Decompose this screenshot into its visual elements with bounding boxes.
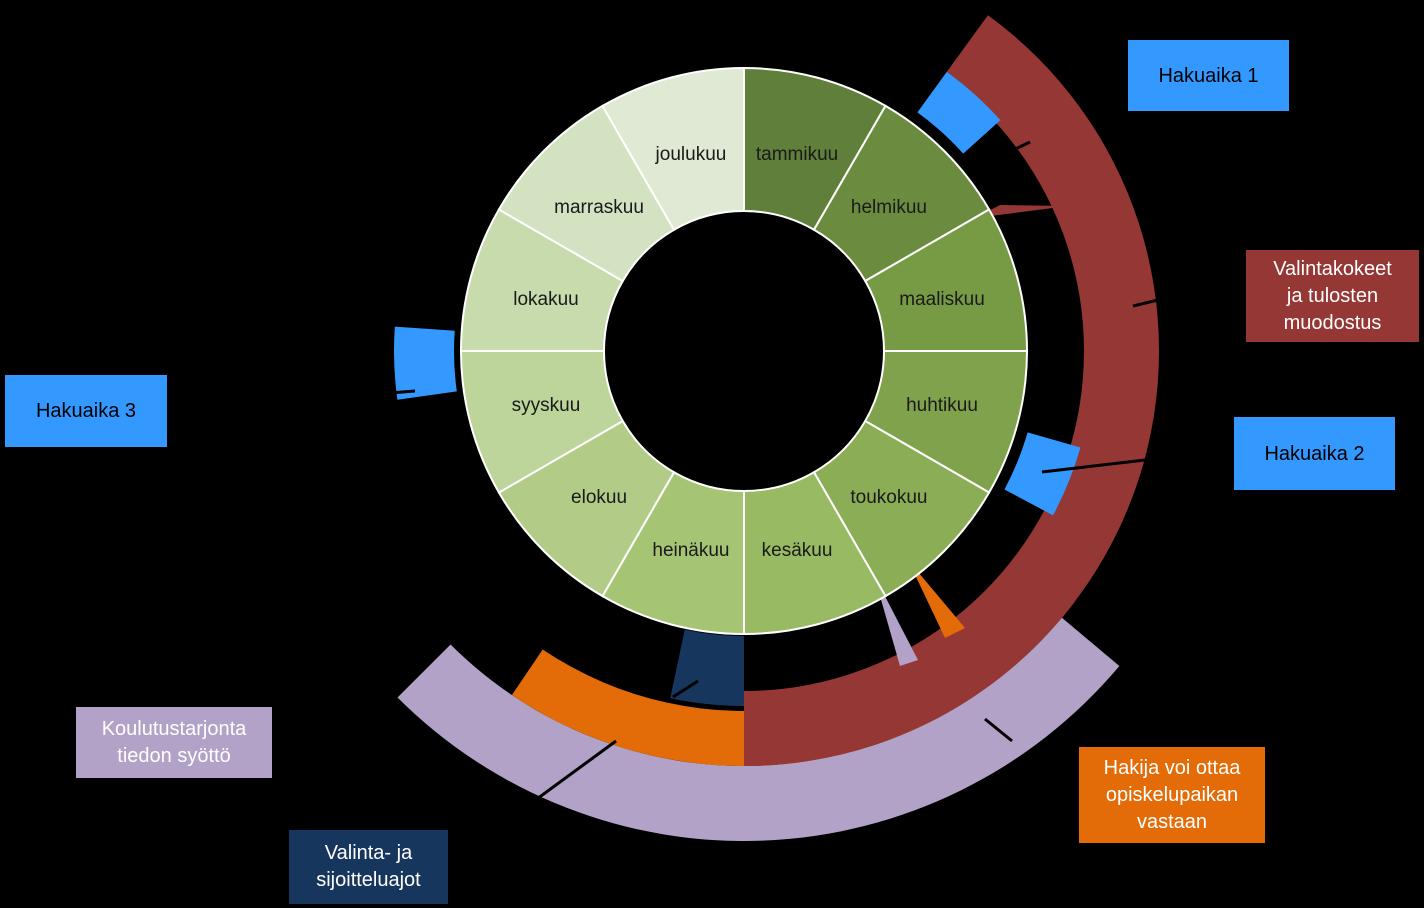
process-arcs — [397, 15, 1159, 841]
koulutustarjonta-connector — [355, 706, 396, 718]
month-label-9: syyskuu — [512, 395, 581, 416]
month-label-8: elokuu — [571, 487, 627, 508]
month-ring: tammikuu helmikuu maaliskuu huhtikuu toukoku… — [459, 66, 1029, 636]
valintakokeet-connector — [1132, 298, 1159, 308]
valinta-ajot-block — [670, 629, 744, 706]
hakija-connector — [984, 717, 1013, 743]
month-label-12: joulukuu — [655, 144, 727, 165]
month-label-2: helmikuu — [851, 197, 927, 218]
hakuaika-2-connector — [1041, 458, 1146, 474]
month-label-11: marraskuu — [554, 197, 644, 218]
valinta-ajot-label: Valinta- ja sijoitteluajot — [289, 830, 448, 904]
month-segment-12 — [601, 66, 745, 232]
hakuaika-3-connector — [389, 389, 416, 395]
valintakokeet-label: Valintakokeet ja tulosten muodostus — [1246, 250, 1419, 342]
month-label-4: huhtikuu — [906, 395, 978, 416]
valintakokeet-arc — [744, 15, 1159, 767]
hakuaika-3-block — [394, 326, 457, 400]
hakuaika-1-block — [917, 71, 1001, 154]
hakija-pointer — [908, 560, 965, 638]
koulutustarjonta-label: Koulutustarjonta tiedon syöttö — [76, 707, 272, 778]
month-label-1: tammikuu — [756, 144, 838, 165]
koulutustarjonta-arc — [397, 617, 1120, 841]
month-label-7: heinäkuu — [652, 540, 729, 561]
hakuaika-3-label: Hakuaika 3 — [5, 375, 167, 447]
valinta-ajot-long-connector — [499, 739, 617, 828]
month-label-10: lokakuu — [513, 289, 579, 310]
hakuaika-1-label: Hakuaika 1 — [1128, 40, 1289, 111]
valintakokeet-pointer — [975, 205, 1068, 218]
hakuaika-2-block — [1004, 432, 1081, 516]
month-label-6: kesäkuu — [762, 540, 833, 561]
koulutustarjonta-pointer — [874, 575, 918, 666]
hakuaika-1-connector — [1004, 140, 1031, 156]
hakuaika-2-label: Hakuaika 2 — [1234, 417, 1395, 490]
pointer-marks — [355, 71, 1159, 828]
month-label-3: maaliskuu — [899, 289, 985, 310]
valinta-ajot-connector — [672, 679, 699, 699]
month-label-5: toukokuu — [850, 487, 927, 508]
hakija-label: Hakija voi ottaa opiskelupaikan vastaan — [1079, 747, 1265, 843]
